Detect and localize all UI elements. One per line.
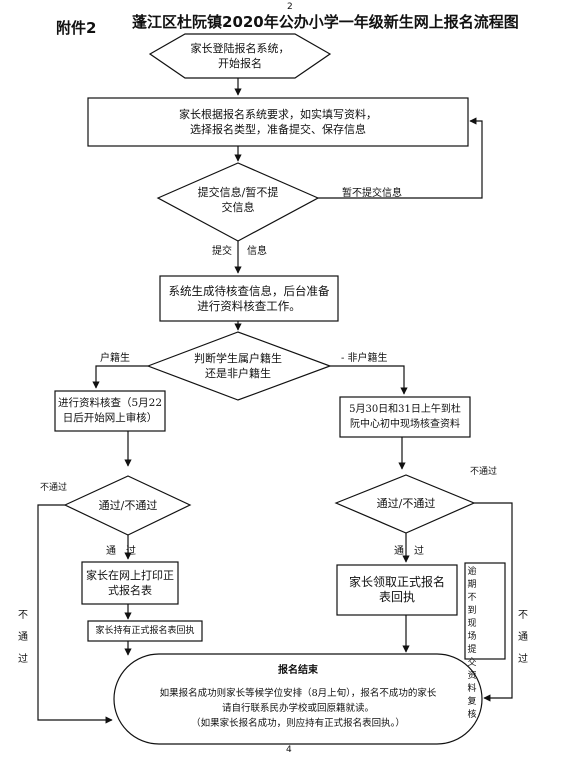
- pass-left-label: 通 过: [106, 546, 136, 557]
- submit-decision-node: 提交信息/暂不提 交信息: [197, 186, 279, 214]
- start-node-shape: [148, 33, 332, 79]
- page-title: 蓬江区杜阮镇2020年公办小学一年级新生网上报名流程图: [132, 13, 519, 31]
- overdue-box: [464, 562, 506, 660]
- info-label: 信息: [247, 246, 267, 257]
- pass-right-node: 通过/不通过: [376, 496, 436, 510]
- system-check-box: [159, 275, 339, 322]
- receive-form-node: 家长领取正式报名 表回执: [348, 575, 445, 604]
- receive-form-box: [336, 564, 458, 616]
- household-label: 户籍生: [100, 353, 130, 364]
- fail-right-top-label: 不通过: [470, 467, 498, 477]
- end-title: 报名结束: [278, 664, 318, 676]
- fail-left-top-label: 不通过: [40, 483, 68, 493]
- end-text: 如果报名成功则家长等候学位安排（8月上旬），报名不成功的家长 请自行联系民办学校…: [159, 687, 437, 729]
- not-submit-label: 暂不提交信息: [342, 188, 402, 199]
- non-household-label: - 非户籍生: [341, 353, 388, 364]
- print-form-node: 家长在网上打印正 式报名表: [86, 569, 174, 597]
- hold-form-node: 家长持有正式报名表回执: [95, 625, 195, 636]
- end-node-shape: [113, 653, 483, 745]
- submit-label: 提交: [212, 246, 232, 257]
- print-form-box: [81, 561, 179, 605]
- fail-right-side-label: 不通过: [518, 610, 528, 665]
- fail-left-side-label: 不通过: [18, 610, 28, 665]
- page-number-top: 2: [287, 2, 293, 12]
- overdue-node: 逾期不到现场提交资料复核: [467, 567, 477, 720]
- hold-form-box: [87, 620, 203, 642]
- fill-info-box: [87, 97, 469, 147]
- onsite-review-box: [339, 396, 471, 438]
- fill-info-node: 家长根据报名系统要求，如实填写资料， 选择报名类型，准备提交、保存信息: [179, 108, 377, 136]
- residency-decision-node: 判断学生属户籍生 还是非户籍生: [194, 352, 282, 380]
- pass-right-label: 通 过: [394, 546, 424, 557]
- page-number-bottom: 4: [286, 745, 292, 755]
- online-review-node: 进行资料核查（5月22 日后开始网上审核）: [57, 397, 163, 424]
- online-review-box: [54, 390, 166, 432]
- system-check-node: 系统生成待核查信息，后台准备 进行资料核查工作。: [168, 283, 330, 313]
- onsite-review-node: 5月30日和31日上午到杜 阮中心初中现场核查资料: [349, 404, 461, 430]
- attachment-label: 附件2: [56, 19, 97, 37]
- pass-left-node: 通过/不通过: [98, 498, 158, 512]
- start-node: 家长登陆报名系统， 开始报名: [190, 42, 290, 70]
- pass-left-shape: [63, 475, 192, 536]
